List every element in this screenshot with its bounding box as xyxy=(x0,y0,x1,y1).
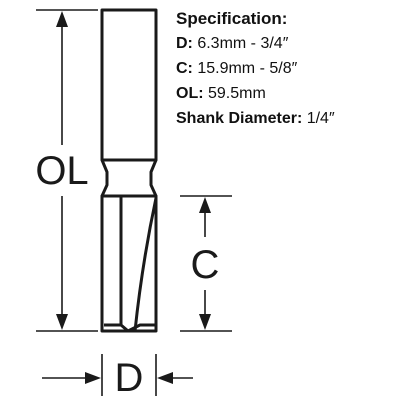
ol-dimension xyxy=(36,9,98,332)
ol-label: OL xyxy=(35,149,88,193)
spec-value: 6.3mm - 3/4″ xyxy=(192,35,289,52)
router-bit-neck xyxy=(100,159,158,197)
spec-key: C: xyxy=(176,60,193,77)
router-bit-shank xyxy=(100,8,158,162)
specification-panel: Specification: D: 6.3mm - 3/4″ C: 15.9mm… xyxy=(176,6,398,131)
d-label: D xyxy=(115,356,144,400)
spec-key: Shank Diameter: xyxy=(176,110,303,127)
d-dimension xyxy=(42,354,193,396)
router-bit-flute xyxy=(119,196,158,332)
router-bit-drawing xyxy=(100,8,158,333)
router-bit-cutter xyxy=(100,194,158,333)
spec-row-shank-diameter: Shank Diameter: 1/4″ xyxy=(176,106,398,131)
c-arrow-down xyxy=(199,314,211,330)
router-bit-tip xyxy=(104,323,156,333)
c-dimension xyxy=(180,195,232,332)
ol-arrow-up xyxy=(56,11,68,27)
spec-value: 59.5mm xyxy=(203,85,266,102)
spec-value: 15.9mm - 5/8″ xyxy=(192,60,298,77)
spec-key: D: xyxy=(176,35,193,52)
spec-value: 1/4″ xyxy=(302,110,335,127)
spec-row-cutting-length: C: 15.9mm - 5/8″ xyxy=(176,56,398,81)
spec-row-diameter: D: 6.3mm - 3/4″ xyxy=(176,31,398,56)
spec-row-overall-length: OL: 59.5mm xyxy=(176,81,398,106)
spec-key: OL: xyxy=(176,85,204,102)
ol-arrow-down xyxy=(56,314,68,330)
d-arrow-left xyxy=(157,372,173,384)
specification-title: Specification: xyxy=(176,9,288,28)
c-arrow-up xyxy=(199,197,211,213)
d-arrow-right xyxy=(85,372,101,384)
c-label: C xyxy=(191,243,220,287)
